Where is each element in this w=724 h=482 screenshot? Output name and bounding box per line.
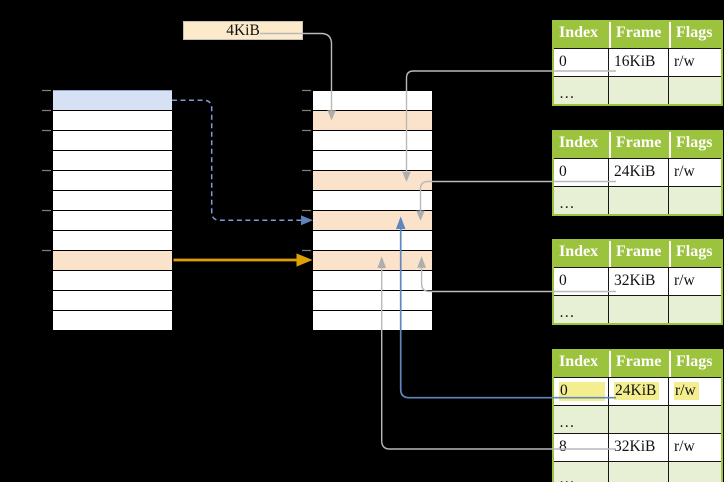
virtual-memory-row-8 [53, 250, 172, 270]
virtual-address-ticks [42, 89, 51, 252]
physical-memory-row-7 [313, 230, 432, 250]
cell-frame [609, 296, 669, 323]
physical-memory-row-10 [313, 290, 432, 310]
cell-index: … [554, 187, 609, 214]
cell-index: 8 [554, 434, 609, 461]
page-table-2-header: Index Frame Flags [554, 132, 721, 158]
cell-flags [669, 406, 721, 433]
table-row-ellipsis: … [554, 76, 721, 104]
page-table-2: Index Frame Flags 0 24KiB r/w … [552, 130, 723, 216]
highlight-flags: r/w [674, 382, 699, 400]
cell-index: … [554, 77, 609, 104]
page-table-4-header: Index Frame Flags [554, 351, 721, 377]
page-table-3-header: Index Frame Flags [554, 241, 721, 267]
cell-index: … [554, 406, 609, 433]
page-table-3: Index Frame Flags 0 32KiB r/w … [552, 239, 723, 325]
cell-frame: 32KiB [609, 434, 669, 461]
cell-frame [609, 462, 669, 482]
table-row-highlighted: 0 24KiB r/w [554, 377, 721, 405]
table-row-ellipsis: … [554, 295, 721, 323]
cell-index: 0 [554, 268, 609, 295]
physical-address-ticks [302, 89, 311, 252]
cell-frame [609, 187, 669, 214]
virtual-memory-row-4 [53, 170, 172, 190]
cell-flags: r/w [669, 378, 721, 405]
virtual-memory-row-7 [53, 230, 172, 250]
cell-index: 0 [554, 378, 609, 405]
column-header-index: Index [559, 353, 599, 370]
cell-frame [609, 406, 669, 433]
virtual-memory-row-0 [53, 90, 172, 110]
column-header-index: Index [559, 24, 599, 41]
physical-memory-row-5 [313, 190, 432, 210]
column-header-frame: Frame [609, 351, 669, 377]
table-row-ellipsis: … [554, 461, 721, 482]
table-row: 0 24KiB r/w [554, 158, 721, 186]
physical-memory-row-11 [313, 310, 432, 330]
cell-index: 0 [554, 49, 609, 76]
highlight-index: 0 [559, 382, 605, 401]
virtual-page0-arrow [172, 99, 301, 222]
virtual-memory-row-1 [53, 110, 172, 130]
physical-memory-row-3 [313, 150, 432, 170]
cell-flags [669, 296, 721, 323]
cell-frame: 16KiB [609, 49, 669, 76]
physical-memory-row-1 [313, 110, 432, 130]
table-row: 8 32KiB r/w [554, 433, 721, 461]
page-table-1: Index Frame Flags 0 16KiB r/w … [552, 20, 723, 106]
column-header-flags: Flags [669, 241, 721, 267]
cell-flags [669, 187, 721, 214]
cell-flags: r/w [674, 272, 695, 289]
physical-memory-row-8 [313, 250, 432, 270]
cell-flags [669, 77, 721, 104]
virtual-memory-row-11 [53, 310, 172, 330]
cell-frame [609, 77, 669, 104]
cell-index: … [554, 462, 609, 482]
cell-flags: r/w [674, 438, 695, 455]
page-table-4: Index Frame Flags 0 24KiB r/w … 8 32KiB … [552, 349, 723, 482]
table-row-ellipsis: … [554, 186, 721, 214]
physical-memory-row-0 [313, 90, 432, 110]
cell-flags: r/w [674, 53, 695, 70]
cell-index: … [554, 296, 609, 323]
virtual-memory-row-5 [53, 190, 172, 210]
physical-memory-row-9 [313, 270, 432, 290]
table-row-ellipsis: … [554, 405, 721, 433]
highlight-frame: 24KiB [614, 382, 660, 400]
cell-frame: 24KiB [609, 378, 669, 405]
cell-flags: r/w [674, 163, 695, 180]
physical-memory-row-4 [313, 170, 432, 190]
physical-memory-row-2 [313, 130, 432, 150]
cell-frame: 32KiB [609, 268, 669, 295]
virtual-memory-row-2 [53, 130, 172, 150]
column-header-flags: Flags [669, 351, 721, 377]
column-header-frame: Frame [609, 22, 669, 48]
table-row: 0 32KiB r/w [554, 267, 721, 295]
page-size-label: 4KiB [183, 21, 303, 40]
column-header-index: Index [559, 243, 599, 260]
page-table-1-header: Index Frame Flags [554, 22, 721, 48]
cell-index: 0 [554, 159, 609, 186]
virtual-page8-arrowhead-icon [296, 253, 313, 267]
physical-memory-row-6 [313, 210, 432, 230]
cell-flags [669, 462, 721, 482]
column-header-frame: Frame [609, 241, 669, 267]
column-header-flags: Flags [669, 22, 721, 48]
cell-frame: 24KiB [609, 159, 669, 186]
column-header-flags: Flags [669, 132, 721, 158]
physical-memory-column [312, 90, 433, 331]
table-row: 0 16KiB r/w [554, 48, 721, 76]
virtual-memory-row-9 [53, 270, 172, 290]
virtual-memory-column [52, 90, 173, 331]
virtual-memory-row-6 [53, 210, 172, 230]
column-header-index: Index [559, 134, 599, 151]
column-header-frame: Frame [609, 132, 669, 158]
virtual-memory-row-3 [53, 150, 172, 170]
virtual-memory-row-10 [53, 290, 172, 310]
